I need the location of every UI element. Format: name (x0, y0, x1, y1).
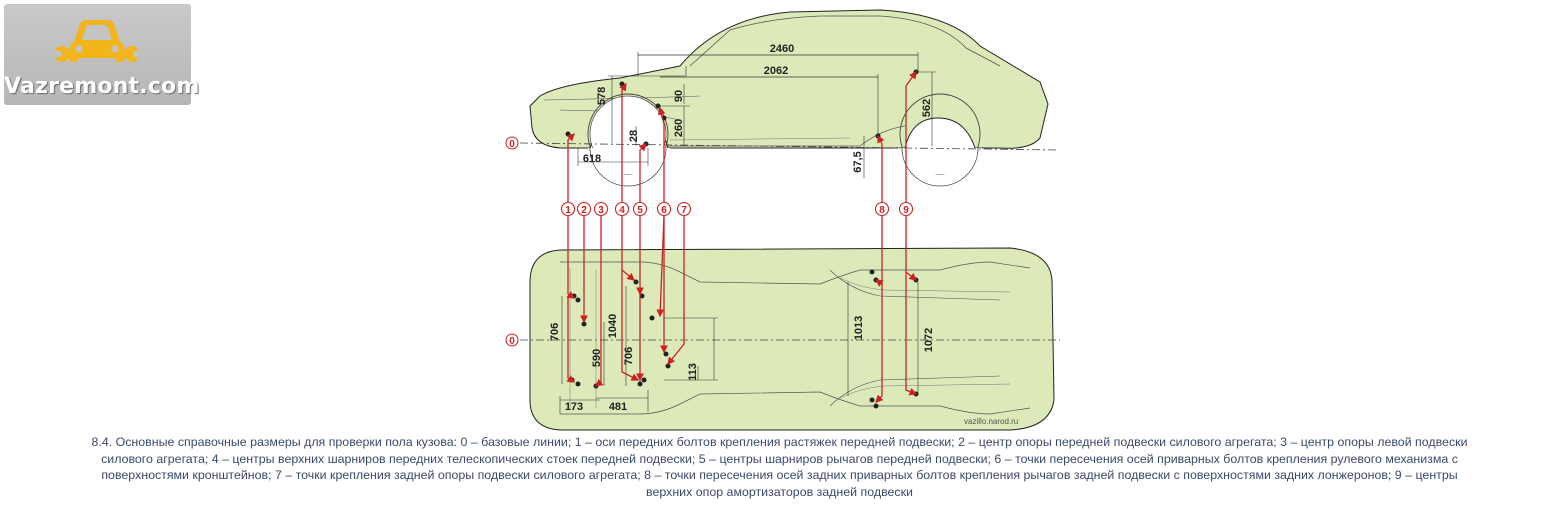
callout-3: 3 (598, 205, 604, 216)
dim-90: 90 (673, 90, 685, 102)
side-view: 0 2460 2062 578 90 260 28 562 618 67,5 (505, 9, 1059, 187)
callout-5: 5 (637, 205, 643, 216)
dim-706-left: 706 (549, 323, 561, 341)
dim-706-center: 706 (623, 347, 635, 365)
base-line-marker-side (505, 136, 519, 150)
base-line-marker-top (505, 333, 519, 347)
dim-562: 562 (921, 99, 933, 117)
dim-2460: 2460 (770, 43, 794, 55)
base-line-label-top: 0 (509, 336, 515, 347)
dim-481: 481 (609, 401, 627, 413)
site-logo: Vazremont.com (4, 4, 200, 105)
figure-caption: 8.4. Основные справочные размеры для про… (0, 434, 1559, 500)
caption-line-4: верхних опор амортизаторов задней подвес… (646, 484, 913, 499)
callout-4: 4 (619, 205, 625, 216)
source-watermark: vazillo.narod.ru (964, 417, 1018, 426)
caption-line-3: поверхностями кронштейнов; 7 – точки кре… (101, 468, 1458, 482)
base-line-label-side: 0 (509, 139, 515, 150)
dim-260: 260 (673, 119, 685, 137)
callout-7: 7 (681, 205, 687, 216)
callout-6: 6 (661, 205, 667, 216)
caption-line-1: 8.4. Основные справочные размеры для про… (91, 435, 1468, 449)
dim-618: 618 (583, 153, 601, 165)
leader-lines (566, 70, 918, 403)
top-view: 0 706 590 1040 706 113 173 481 1013 1072… (505, 247, 1060, 431)
dim-1072: 1072 (923, 328, 935, 352)
caption-line-2: силового агрегата; 4 – центры верхних ша… (101, 451, 1458, 466)
car-wrench-icon (56, 20, 138, 62)
body-floor-diagram: 0 2460 2062 578 90 260 28 562 618 67,5 (505, 9, 1060, 431)
dim-1013: 1013 (853, 316, 865, 340)
dim-113: 113 (687, 363, 699, 381)
dim-578: 578 (596, 87, 608, 105)
callout-8: 8 (879, 205, 885, 216)
dim-2062: 2062 (764, 65, 788, 77)
dim-1040: 1040 (607, 314, 619, 338)
logo-text: Vazremont.com (4, 74, 200, 99)
dim-67-5: 67,5 (852, 151, 864, 172)
dim-173: 173 (565, 401, 583, 413)
callout-2: 2 (581, 205, 587, 216)
callout-1: 1 (565, 205, 571, 216)
dim-28: 28 (628, 130, 640, 142)
dim-590: 590 (591, 349, 603, 367)
callouts: 1 2 3 4 5 6 7 8 9 (560, 201, 914, 217)
callout-9: 9 (903, 205, 909, 216)
